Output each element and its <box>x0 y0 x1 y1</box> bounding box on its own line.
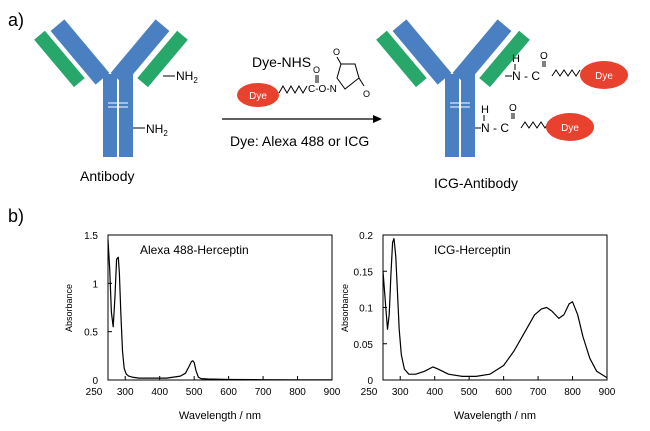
x-tick-label: 600 <box>220 387 237 398</box>
dye-ellipse-reagent <box>237 83 279 107</box>
chart-title: Alexa 488-Herceptin <box>140 243 249 257</box>
amide-bottom: N - C <box>481 121 509 135</box>
dye-label-top: Dye <box>595 71 613 82</box>
y-tick-label: 0.1 <box>359 304 373 315</box>
nhs-o-top: O <box>333 47 340 57</box>
x-tick-label: 800 <box>289 387 306 398</box>
plot-frame <box>107 234 333 381</box>
icg-antibody-caption: ICG-Antibody <box>434 175 518 191</box>
y-tick-label: 1 <box>92 279 98 290</box>
nhs-ring <box>336 56 365 90</box>
amine-label-bottom: NH2 <box>146 122 168 138</box>
y-tick-label: 0.5 <box>84 328 98 339</box>
amide-o-top: O <box>540 51 548 62</box>
y-tick-label: 1.5 <box>84 231 98 242</box>
series-line <box>382 238 608 379</box>
reagent-label: Dye-NHS <box>252 54 311 70</box>
chart-marks: 250 300 400 500 600 700 800 900 0 0.05 0.1 0.15 0.2 <box>354 231 616 398</box>
amide-top: N - C <box>512 69 540 83</box>
x-tick-label: 250 <box>361 387 378 398</box>
linker-text: C-O-N <box>308 84 337 95</box>
chart-alexa488: Alexa 488-Herceptin Wavelength / nm Abso… <box>64 231 341 422</box>
panel-b-label: b) <box>8 206 24 226</box>
series-line <box>107 239 332 381</box>
antibody-right <box>376 19 530 157</box>
y-tick-label: 0.2 <box>359 231 373 242</box>
x-tick-label: 400 <box>151 387 168 398</box>
y-axis-label: Absorbance <box>64 284 74 332</box>
x-tick-label: 700 <box>255 387 272 398</box>
x-tick-label: 300 <box>392 387 409 398</box>
nhs-o-bottom: O <box>363 89 370 99</box>
amide-h-top: H <box>512 53 520 65</box>
x-tick-label: 500 <box>186 387 203 398</box>
x-tick-label: 900 <box>324 387 341 398</box>
y-axis-label: Absorbance <box>340 284 350 332</box>
linker-zigzag-top <box>551 69 581 77</box>
antibody-left <box>34 19 188 157</box>
amide-o-bottom: O <box>509 103 517 114</box>
x-tick-label: 900 <box>599 387 616 398</box>
dye-ellipse-top <box>580 61 628 89</box>
panel-a-label: a) <box>8 10 24 30</box>
x-axis-label: Wavelength / nm <box>454 410 536 422</box>
y-tick-label: 0 <box>367 376 373 387</box>
y-tick-label: 0 <box>92 376 98 387</box>
chart-marks: 250 300 400 500 600 700 800 900 0 0.5 1 1.5 <box>84 231 341 398</box>
x-tick-label: 800 <box>564 387 581 398</box>
amine-label-top: NH2 <box>176 69 198 85</box>
chart-icg: ICG-Herceptin Wavelength / nm Absorbance… <box>340 231 616 422</box>
antibody-caption: Antibody <box>80 168 134 184</box>
y-tick-label: 0.15 <box>354 267 374 278</box>
x-tick-label: 700 <box>530 387 547 398</box>
amide-h-bottom: H <box>481 104 489 116</box>
y-tick-label: 0.05 <box>354 340 374 351</box>
chart-title: ICG-Herceptin <box>434 243 511 257</box>
x-tick-label: 600 <box>495 387 512 398</box>
carbonyl-o-reagent: O <box>313 65 320 75</box>
linker-zigzag-bottom <box>520 121 550 129</box>
x-tick-label: 400 <box>426 387 443 398</box>
reaction-condition: Dye: Alexa 488 or ICG <box>230 133 369 149</box>
dye-label-reagent: Dye <box>249 91 267 102</box>
x-tick-label: 500 <box>461 387 478 398</box>
x-axis-label: Wavelength / nm <box>179 410 261 422</box>
x-tick-label: 300 <box>117 387 134 398</box>
dye-ellipse-bottom <box>546 113 594 141</box>
x-tick-label: 250 <box>86 387 103 398</box>
linker-zigzag-reagent <box>278 84 308 95</box>
dye-label-bottom: Dye <box>561 123 579 134</box>
